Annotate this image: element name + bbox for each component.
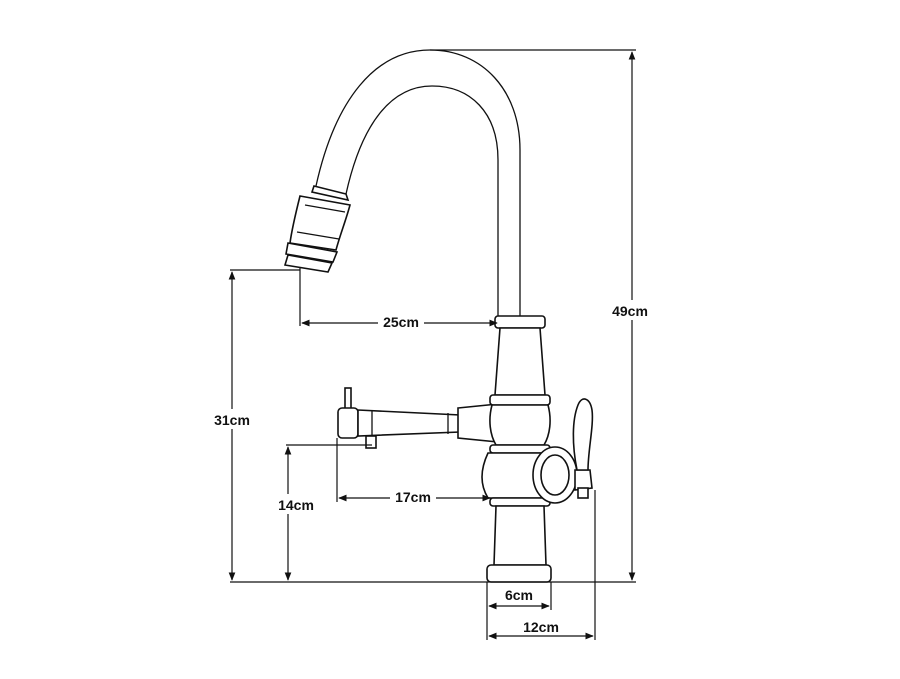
- faucet-body: [481, 315, 559, 583]
- spout-outer-edge: [315, 49, 521, 320]
- label-total-height: 49cm: [612, 303, 648, 319]
- label-base-diameter: 6cm: [505, 587, 533, 603]
- spray-head: [283, 185, 351, 273]
- dimension-lines: [228, 49, 636, 640]
- label-sprayer-reach: 17cm: [395, 489, 431, 505]
- label-sprayer-height: 14cm: [278, 497, 314, 513]
- label-spout-reach: 25cm: [383, 314, 419, 330]
- label-spout-height: 31cm: [214, 412, 250, 428]
- label-handle-width: 12cm: [523, 619, 559, 635]
- side-sprayer: [337, 387, 499, 449]
- handle: [532, 398, 594, 504]
- faucet-drawing: [283, 49, 594, 583]
- spout-inner-edge: [345, 85, 499, 320]
